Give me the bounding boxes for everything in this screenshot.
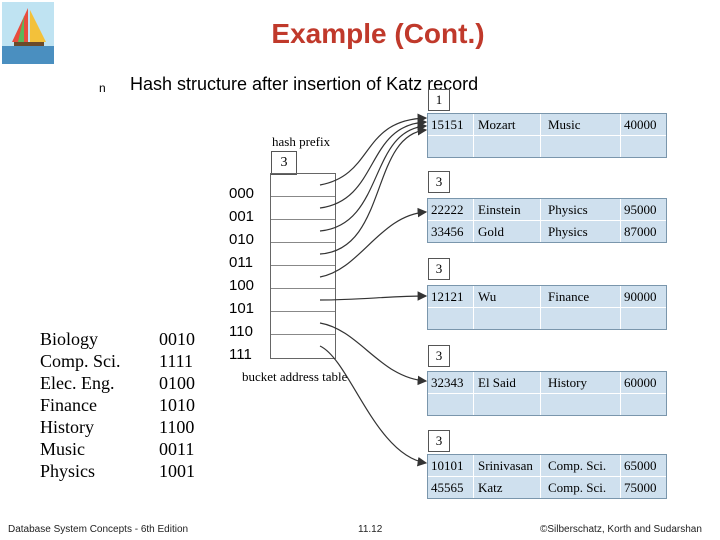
record-name: Mozart (478, 117, 516, 132)
dept-name: Music (40, 439, 85, 459)
footer-book-title: Database System Concepts - 6th Edition (8, 524, 189, 535)
record-salary: 87000 (624, 224, 657, 239)
bat-index-label: 010 (229, 231, 255, 248)
bat-cell (271, 220, 335, 243)
footer-copyright: ©Silberschatz, Korth and Sudarshan (540, 524, 702, 535)
dept-name: Comp. Sci. (40, 351, 121, 371)
dept-code: 1100 (159, 417, 195, 437)
pointer-arrow (319, 113, 428, 186)
record-row: 22222 Einstein Physics 95000 (428, 199, 666, 221)
bat-index-label: 101 (229, 300, 255, 317)
dept-code: 1001 (159, 461, 195, 481)
record-dept: Physics (548, 202, 588, 217)
record-id: 15151 (431, 117, 464, 132)
record-dept: Comp. Sci. (548, 458, 607, 473)
record-salary: 90000 (624, 289, 657, 304)
record-name: Gold (478, 224, 504, 239)
bullet-icon: n (99, 81, 106, 95)
bucket: 10101 Srinivasan Comp. Sci. 65000 45565 … (427, 454, 667, 499)
bat-cell (271, 266, 335, 289)
record-salary: 95000 (624, 202, 657, 217)
pointer-arrow (319, 117, 428, 209)
bucket: 22222 Einstein Physics 95000 33456 Gold … (427, 198, 667, 243)
dept-code: 0100 (159, 373, 195, 393)
dept-code: 0010 (159, 329, 195, 349)
local-depth-box: 3 (428, 258, 450, 280)
record-id: 22222 (431, 202, 464, 217)
pointer-arrow (319, 291, 428, 301)
bucket-address-table (270, 173, 336, 359)
bat-cell (271, 289, 335, 312)
bucket: 12121 Wu Finance 90000 (427, 285, 667, 330)
pointer-arrow (319, 121, 428, 232)
record-id: 32343 (431, 375, 464, 390)
record-dept: Finance (548, 289, 590, 304)
sailboat-logo-icon (2, 2, 54, 64)
bucket-address-table-label: bucket address table (242, 369, 348, 384)
bat-cell (271, 243, 335, 266)
local-depth-box: 3 (428, 430, 450, 452)
bat-cell (271, 197, 335, 220)
footer-page-number: 11.12 (358, 524, 383, 535)
bucket: 32343 El Said History 60000 (427, 371, 667, 416)
record-salary: 75000 (624, 480, 657, 495)
local-depth-box: 1 (428, 89, 450, 111)
record-salary: 60000 (624, 375, 657, 390)
record-row: 32343 El Said History 60000 (428, 372, 666, 394)
dept-name: History (40, 417, 94, 437)
pointer-arrow (319, 207, 428, 278)
record-row: 45565 Katz Comp. Sci. 75000 (428, 477, 666, 498)
dept-name: Elec. Eng. (40, 373, 115, 393)
record-dept: Comp. Sci. (548, 480, 607, 495)
bat-cell (271, 312, 335, 335)
record-row (428, 308, 666, 329)
hash-prefix-box: 3 (271, 151, 297, 175)
slide-title: Example (Cont.) (271, 18, 485, 49)
record-row: 12121 Wu Finance 90000 (428, 286, 666, 308)
pointer-arrow (319, 322, 428, 386)
bat-index-label: 100 (229, 277, 255, 294)
record-id: 12121 (431, 289, 464, 304)
bullet-text: Hash structure after insertion of Katz r… (130, 74, 479, 94)
record-row: 33456 Gold Physics 87000 (428, 221, 666, 242)
record-dept: History (548, 375, 587, 390)
pointer-arrow (319, 345, 428, 467)
dept-code: 1010 (159, 395, 195, 415)
record-id: 45565 (431, 480, 464, 495)
record-salary: 40000 (624, 117, 657, 132)
bat-index-label: 111 (229, 346, 252, 363)
dept-name: Finance (40, 395, 97, 415)
bat-index-label: 001 (229, 208, 255, 225)
record-name: El Said (478, 375, 516, 390)
record-row (428, 394, 666, 415)
record-name: Einstein (478, 202, 521, 217)
local-depth-box: 3 (428, 345, 450, 367)
hash-prefix-label: hash prefix (272, 134, 331, 149)
record-id: 33456 (431, 224, 464, 239)
local-depth-box: 3 (428, 171, 450, 193)
record-dept: Music (548, 117, 581, 132)
bat-cell (271, 174, 335, 197)
dept-code: 1111 (159, 351, 193, 371)
dept-name: Biology (40, 329, 99, 349)
record-id: 10101 (431, 458, 464, 473)
record-row (428, 136, 666, 157)
record-name: Wu (478, 289, 497, 304)
bat-index-label: 000 (229, 185, 255, 202)
bat-index-label: 110 (229, 323, 253, 340)
dept-name: Physics (40, 461, 96, 481)
dept-code: 0011 (159, 439, 195, 459)
record-row: 15151 Mozart Music 40000 (428, 114, 666, 136)
bat-index-label: 011 (229, 254, 253, 271)
record-name: Srinivasan (478, 458, 533, 473)
pointer-arrow (319, 125, 428, 255)
record-dept: Physics (548, 224, 588, 239)
bucket: 15151 Mozart Music 40000 (427, 113, 667, 158)
record-salary: 65000 (624, 458, 657, 473)
record-name: Katz (478, 480, 503, 495)
record-row: 10101 Srinivasan Comp. Sci. 65000 (428, 455, 666, 477)
